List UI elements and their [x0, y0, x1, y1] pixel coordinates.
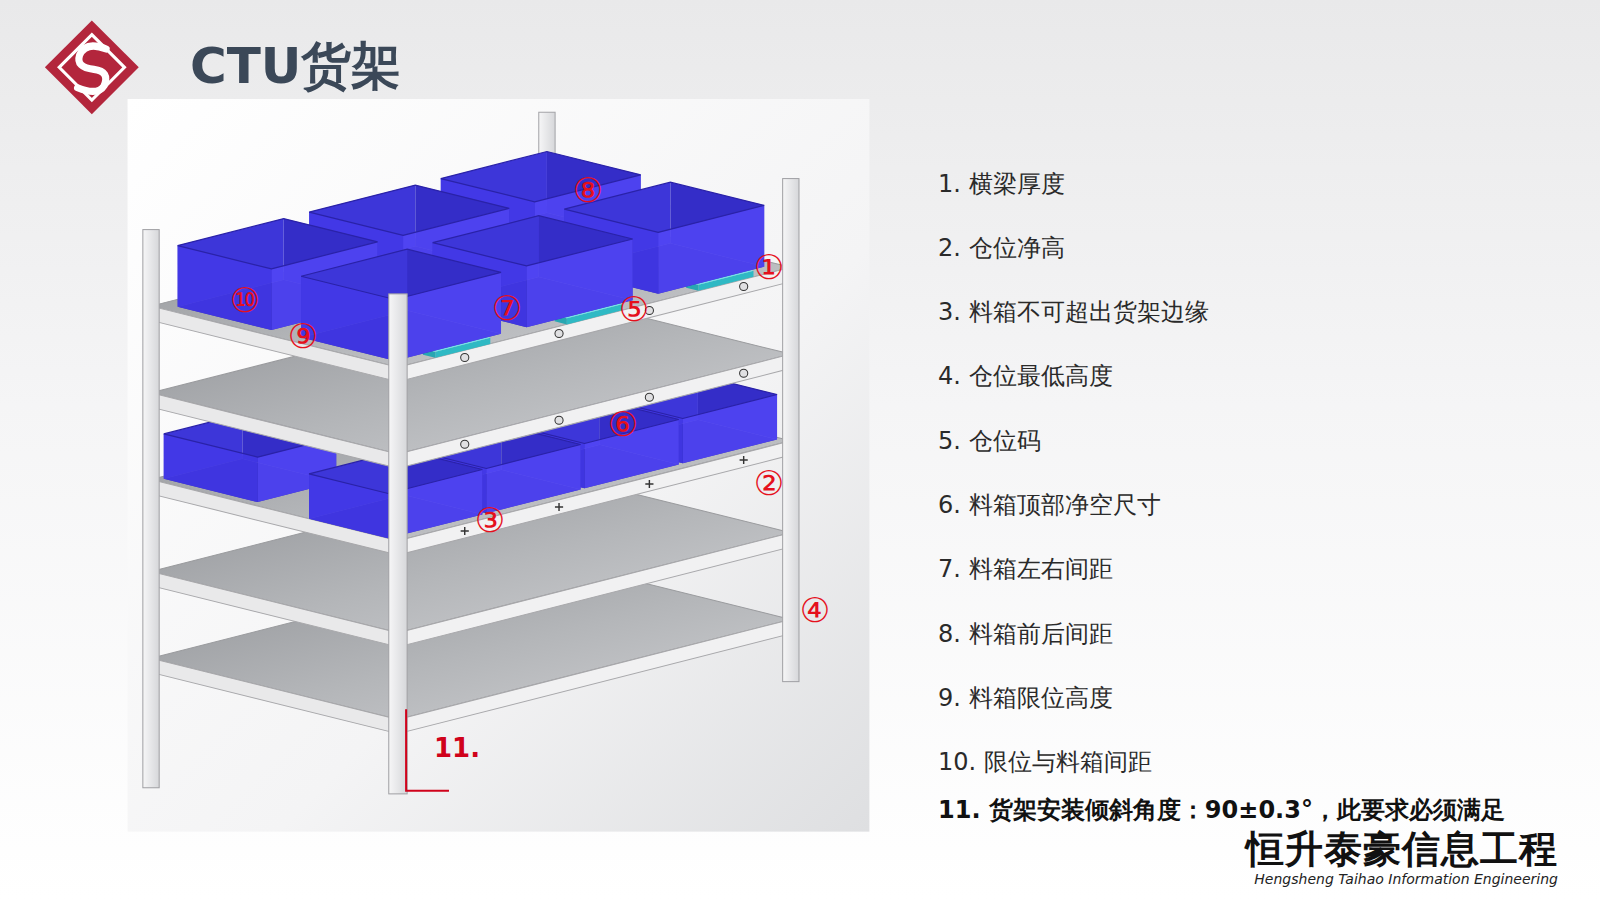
callout-number: ④: [800, 593, 830, 627]
bin-wall: [178, 246, 272, 330]
location-mark: [740, 456, 748, 464]
bin-rim: [178, 219, 378, 269]
requirement-item: 7. 料箱左右间距: [938, 555, 1113, 584]
company-logo: [45, 20, 139, 114]
rack-post: [143, 230, 159, 788]
logo-diamond: [45, 20, 139, 114]
bin-rim: [441, 152, 641, 202]
location-code: [645, 393, 653, 401]
bin-rim: [433, 216, 633, 266]
callout-number: ⑦: [492, 291, 522, 325]
callout-number: ⑩: [230, 283, 260, 317]
location-code: [461, 440, 469, 448]
location-code: [555, 416, 563, 424]
callout-number: ⑤: [619, 292, 649, 326]
callout-number: ⑥: [608, 407, 638, 441]
company-name-en: Hengsheng Taihao Information Engineering: [1254, 872, 1558, 886]
requirement-item: 2. 仓位净高: [938, 234, 1065, 263]
requirement-item: 6. 料箱顶部净空尺寸: [938, 491, 1161, 520]
bin-rim: [309, 185, 509, 235]
page-title: CTU货架: [190, 36, 401, 96]
shelf-beam: [398, 354, 791, 468]
company-name: 恒升泰豪信息工程: [1246, 830, 1558, 868]
logo-mark: [78, 46, 107, 91]
shelf-beam: [151, 393, 398, 469]
requirement-item: 8. 料箱前后间距: [938, 620, 1113, 649]
callout-number: ⑨: [288, 319, 318, 353]
requirement-item: 9. 料箱限位高度: [938, 684, 1113, 713]
shelf-beam: [151, 658, 398, 734]
location-code: [740, 369, 748, 377]
location-code: [555, 329, 563, 337]
rack-drawing: [143, 112, 799, 794]
callout-number: ⑧: [573, 173, 603, 207]
callout-number: ①: [754, 250, 784, 284]
callout-number: 11.: [434, 735, 480, 761]
logo-inner: [59, 35, 124, 100]
render-background: [128, 99, 870, 832]
location-mark: [461, 527, 469, 535]
requirement-item: 4. 仓位最低高度: [938, 362, 1113, 391]
location-mark: [645, 480, 653, 488]
bin-wall: [164, 434, 258, 502]
requirement-item: 3. 料箱不可超出货架边缘: [938, 298, 1209, 327]
rack-post: [783, 179, 799, 682]
location-code: [461, 353, 469, 361]
location-mark: [555, 503, 563, 511]
requirement-item: 11. 货架安装倾斜角度：90±0.3°，此要求必须满足: [938, 796, 1505, 825]
location-code: [740, 282, 748, 290]
shelf-beam: [151, 571, 398, 647]
bin-rim: [301, 249, 501, 299]
requirement-item: 1. 横梁厚度: [938, 170, 1065, 199]
rack-post: [389, 294, 407, 794]
callout-number: ③: [475, 503, 505, 537]
bin-wall: [683, 394, 777, 463]
requirement-item: 10. 限位与料箱间距: [938, 748, 1152, 777]
shelf-beam: [398, 619, 791, 733]
requirement-item: 5. 仓位码: [938, 427, 1041, 456]
shelf-beam: [398, 533, 791, 647]
callout-number: ②: [754, 466, 784, 500]
